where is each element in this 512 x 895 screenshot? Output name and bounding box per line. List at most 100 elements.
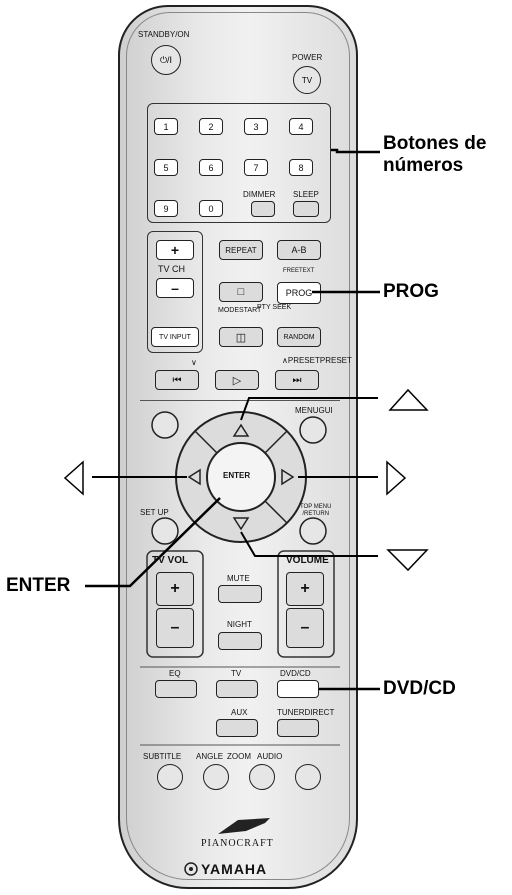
dpad-up-arrow-icon [232,423,250,437]
callout-line-up [240,397,378,421]
stop-icon: □ [237,286,245,298]
yamaha-wordmark: YAMAHA [201,861,268,877]
dvd-cd-button[interactable] [277,680,319,698]
sleep-label: SLEEP [293,190,319,199]
mute-button[interactable] [218,585,262,603]
tuner-direct-label: TUNERDIRECT [277,708,335,717]
standby-label: STANDBY/ON [138,30,190,39]
tuner-direct-button[interactable] [277,719,319,737]
volume-section [277,550,335,658]
down-arrow-callout-icon [386,549,429,572]
random-button[interactable]: RANDOM [277,327,321,347]
power-standby-icon: ⏻/I [159,54,173,65]
aux-button[interactable] [216,719,258,737]
eq-button[interactable] [155,680,197,698]
callout-prog: PROG [383,281,439,302]
tv-vol-down-button[interactable]: – [156,608,194,648]
pianocraft-wordmark: PIANOCRAFT [201,838,274,849]
number-digit: 5 [163,162,169,173]
eq-label: EQ [169,669,181,678]
number-digit: 4 [298,121,304,132]
number-digit: 0 [208,203,214,214]
pause-icon: ◫ [235,331,247,344]
skip-back-button[interactable]: ⏮ [155,370,199,390]
tv-vol-up-button[interactable]: + [156,572,194,606]
mute-label: MUTE [227,574,250,583]
top-menu-label: TOP MENU /RETURN [300,504,332,517]
random-text: RANDOM [283,333,315,341]
preset-down-label: ∨ [191,358,197,367]
repeat-button[interactable]: REPEAT [219,240,263,260]
callout-line-numbers [331,148,380,154]
subtitle-button[interactable] [157,764,183,790]
number-digit: 2 [208,121,214,132]
callout-line-down [240,531,378,557]
yamaha-emblem-icon [184,862,198,876]
stop-button[interactable]: □ [219,282,263,302]
skip-forward-button[interactable]: ⏭ [275,370,319,390]
left-arrow-callout-icon [63,460,84,496]
a-b-button[interactable]: A-B [277,240,321,260]
number-button-5[interactable]: 5 [154,159,178,176]
number-button-2[interactable]: 2 [199,118,223,135]
tv-source-button[interactable] [216,680,258,698]
number-button-6[interactable]: 6 [199,159,223,176]
volume-label: VOLUME [286,555,329,566]
skip-back-icon: ⏮ [172,374,182,386]
zoom-label: ZOOM [227,752,251,761]
callout-line-enter [85,497,221,588]
tv-vol-section [146,550,204,658]
number-button-9[interactable]: 9 [154,200,178,217]
aux-label: AUX [231,708,248,717]
number-button-7[interactable]: 7 [244,159,268,176]
divider-upper [140,400,340,401]
dvd-cd-key-label: DVD/CD [280,669,311,678]
tv-ch-up-button[interactable]: + [156,240,194,260]
volume-minus-glyph: – [300,619,310,636]
tv-ch-plus-glyph: + [170,242,180,258]
a-b-text: A-B [291,245,307,255]
number-digit: 3 [253,121,259,132]
menu-gui-label: MENUGUI [295,406,333,415]
right-arrow-callout-icon [386,460,407,496]
tv-input-button[interactable]: TV INPUT [151,327,199,347]
subtitle-label: SUBTITLE [143,752,182,761]
power-tv-button[interactable]: TV [293,66,321,94]
angle-label: ANGLE [196,752,224,761]
volume-up-button[interactable]: + [286,572,324,606]
enter-button-circle [206,442,276,512]
tv-ch-minus-glyph: – [171,280,179,296]
tv-ch-down-button[interactable]: – [156,278,194,298]
number-digit: 6 [208,162,214,173]
up-arrow-callout-icon [388,388,429,411]
callout-enter: ENTER [6,575,71,596]
repeat-text: REPEAT [225,245,257,255]
tv-ch-label: TV CH [158,264,185,274]
number-button-3[interactable]: 3 [244,118,268,135]
number-button-1[interactable]: 1 [154,118,178,135]
angle-button[interactable] [203,764,229,790]
enter-key-label[interactable]: ENTER [223,471,251,480]
volume-down-button[interactable]: – [286,608,324,648]
number-digit: 9 [163,203,169,214]
pause-button[interactable]: ◫ [219,327,263,347]
audio-button[interactable] [295,764,321,790]
standby-button[interactable]: ⏻/I [151,45,181,75]
night-button[interactable] [218,632,262,650]
skip-forward-icon: ⏭ [292,374,302,386]
play-button[interactable]: ▷ [215,370,259,390]
power-label: POWER [292,53,323,62]
number-button-0[interactable]: 0 [199,200,223,217]
number-button-8[interactable]: 8 [289,159,313,176]
dpad-down-arrow-icon [232,517,250,531]
sleep-button[interactable] [293,201,319,217]
number-button-4[interactable]: 4 [289,118,313,135]
audio-label: AUDIO [257,752,283,761]
dimmer-button[interactable] [251,201,275,217]
zoom-button[interactable] [249,764,275,790]
number-digit: 1 [163,121,169,132]
dimmer-label: DIMMER [243,190,276,199]
top-menu-return-button [299,517,327,545]
